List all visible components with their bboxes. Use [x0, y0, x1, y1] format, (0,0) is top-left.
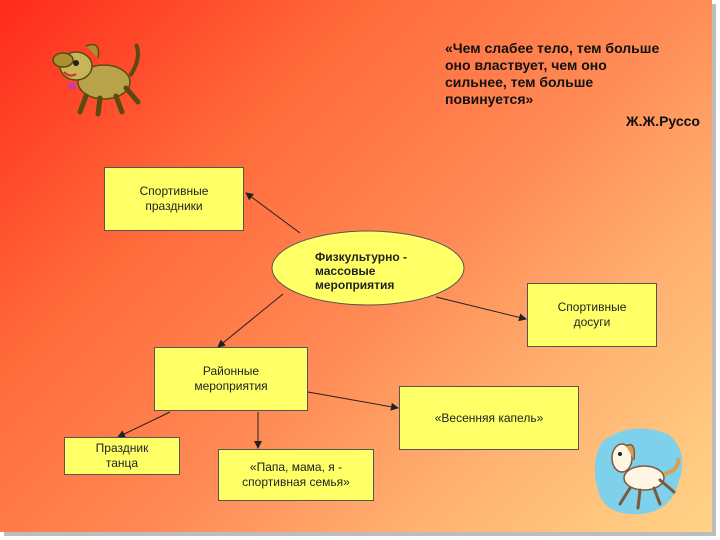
box-sport-holidays: Спортивные праздники — [104, 167, 244, 231]
arrow-to-sport-holidays — [245, 192, 301, 234]
center-ellipse — [271, 230, 465, 306]
arrow-to-spring-drops — [307, 391, 399, 411]
cartoon-horse-icon — [594, 428, 683, 515]
diagram-connectors — [117, 192, 527, 449]
quote-text: «Чем слабее тело, тем больше оно властву… — [445, 40, 660, 107]
box-sport-family: «Папа, мама, я - спортивная семья» — [218, 449, 374, 501]
box-spring-drops: «Весенняя капель» — [399, 386, 579, 450]
label-sport-leisure: Спортивные досуги — [557, 300, 627, 329]
cartoon-dog-icon — [52, 43, 141, 117]
label-district-events: Районные мероприятия — [194, 364, 268, 393]
label-spring-drops: «Весенняя капель» — [434, 410, 544, 425]
arrow-to-dance-holiday — [117, 411, 171, 438]
label-dance-holiday: Праздник танца — [95, 441, 149, 470]
label-sport-family: «Папа, мама, я - спортивная семья» — [242, 460, 350, 489]
box-dance-holiday: Праздник танца — [64, 437, 180, 475]
box-sport-leisure: Спортивные досуги — [527, 283, 657, 347]
arrow-to-district-events — [217, 293, 284, 348]
arrow-to-sport-leisure — [435, 296, 527, 322]
quote-author: Ж.Ж.Руссо — [626, 113, 700, 129]
slide: Физкультурно - массовые мероприятия Спор… — [0, 0, 712, 532]
label-sport-holidays: Спортивные праздники — [139, 184, 209, 213]
center-label: Физкультурно - массовые мероприятия — [315, 250, 407, 292]
box-district-events: Районные мероприятия — [154, 347, 308, 411]
